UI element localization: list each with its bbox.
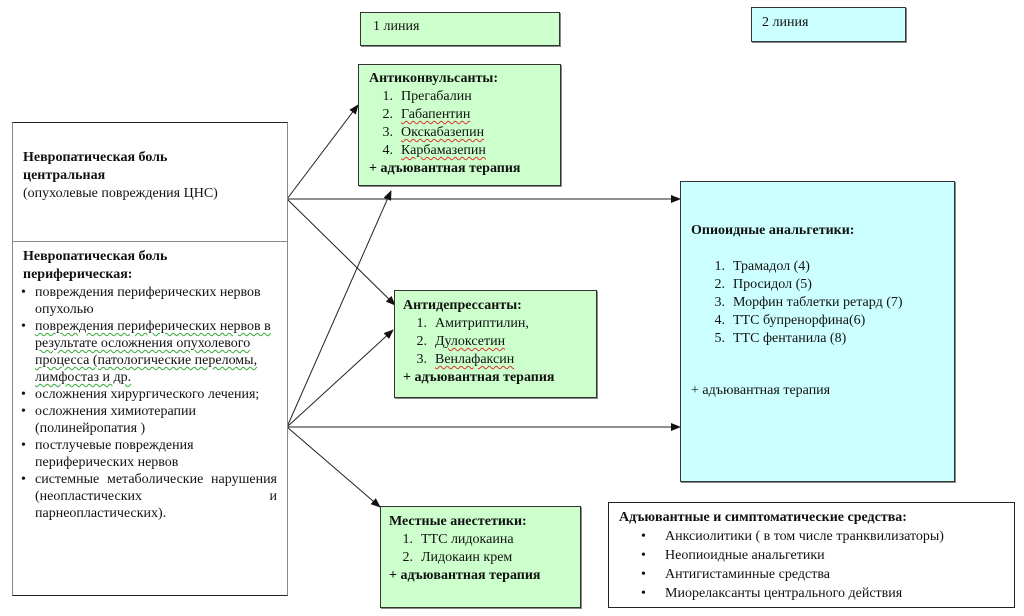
anticonvulsants-footer: + адъювантная терапия: [369, 161, 521, 176]
list-item: Антигистаминные средства: [641, 565, 1004, 584]
antidepressants-list: 1.Амитриптилин, 2.Дулоксетин 3.Венлафакс…: [403, 315, 588, 369]
list-item: 2.Лидокаин крем: [402, 550, 513, 565]
list-item: 2.Просидол (5): [714, 277, 812, 292]
first-line-label: 1 линия: [373, 19, 420, 34]
local-anesthetics-box: Местные анестетики: 1.ТТС лидокаина 2.Ли…: [380, 506, 581, 608]
central-pain-box: Невропатическая боль центральная (опухол…: [12, 122, 288, 242]
list-item: 3.Морфин таблетки ретард (7): [714, 295, 903, 310]
arrow-central-to-antidepressants: [286, 198, 396, 306]
list-item: системные метаболические нарушения (неоп…: [21, 471, 277, 522]
local-anesthetics-footer: + адъювантная терапия: [389, 568, 541, 583]
list-item: 2.Дулоксетин: [416, 334, 506, 349]
adjuvants-box: Адъювантные и симптоматические средства:…: [608, 502, 1015, 608]
central-subtitle: (опухолевые повреждения ЦНС): [23, 186, 218, 201]
list-item: повреждения периферических нервов в резу…: [21, 318, 277, 386]
local-anesthetics-title: Местные анестетики:: [389, 514, 527, 529]
opioids-list: 1.Трамадол (4) 2.Просидол (5) 3.Морфин т…: [691, 258, 944, 348]
list-item: постлучевые повреждения периферических н…: [21, 437, 277, 471]
list-item: 1.Амитриптилин,: [416, 316, 529, 331]
list-item: 1.Прегабалин: [382, 89, 472, 104]
list-item: 3.Венлафаксин: [416, 352, 515, 367]
arrow-peripheral-to-anticonvulsants: [286, 190, 392, 428]
adjuvants-title: Адъювантные и симптоматические средства:: [619, 510, 907, 525]
list-item: повреждения периферических нервов опухол…: [21, 284, 277, 318]
second-line-header: 2 линия: [751, 7, 906, 42]
anticonvulsants-title: Антиконвульсанты:: [369, 71, 498, 86]
list-item: осложнения хирургического лечения;: [21, 386, 277, 403]
central-title-line1: Невропатическая боль: [23, 150, 168, 165]
list-item: 1.ТТС лидокаина: [402, 532, 514, 547]
central-title-line2: центральная: [23, 168, 106, 183]
antidepressants-box: Антидепрессанты: 1.Амитриптилин, 2.Дулок…: [394, 290, 597, 398]
list-item: Неопиоидные анальгетики: [641, 546, 1004, 565]
peripheral-title-line1: Невропатическая боль: [23, 249, 168, 264]
first-line-header: 1 линия: [360, 12, 560, 46]
anticonvulsants-box: Антиконвульсанты: 1.Прегабалин 2.Габапен…: [358, 64, 561, 186]
peripheral-title-line2: периферическая:: [23, 267, 133, 282]
list-item: 5.ТТС фентанила (8): [714, 331, 847, 346]
peripheral-pain-box: Невропатическая боль периферическая: пов…: [12, 241, 288, 596]
opioids-title: Опиоидные анальгетики:: [691, 223, 855, 238]
local-anesthetics-list: 1.ТТС лидокаина 2.Лидокаин крем: [389, 531, 572, 567]
list-item: 3.Окскабазепин: [382, 125, 485, 140]
opioids-box: Опиоидные анальгетики: 1.Трамадол (4) 2.…: [680, 181, 955, 482]
list-item: осложнения химиотерапии (полинейропатия …: [21, 403, 277, 437]
list-item: 1.Трамадол (4): [714, 259, 810, 274]
list-item: Анксиолитики ( в том числе транквилизато…: [641, 527, 1004, 546]
peripheral-causes-list: повреждения периферических нервов опухол…: [21, 284, 277, 522]
adjuvants-list: Анксиолитики ( в том числе транквилизато…: [619, 527, 1004, 603]
arrow-peripheral-to-local-anesthetics: [286, 426, 381, 508]
list-item: 4.Карбамазепин: [382, 143, 486, 158]
antidepressants-footer: + адъювантная терапия: [403, 370, 555, 385]
second-line-label: 2 линия: [762, 15, 809, 30]
list-item: 4.ТТС бупренорфина(6): [714, 313, 866, 328]
list-item: Миорелаксанты центрального действия: [641, 584, 1004, 603]
arrow-peripheral-to-antidepressants: [286, 329, 394, 428]
antidepressants-title: Антидепрессанты:: [403, 298, 522, 313]
opioids-footer: + адъювантная терапия: [691, 383, 831, 398]
anticonvulsants-list: 1.Прегабалин 2.Габапентин 3.Окскабазепин…: [369, 88, 550, 160]
arrow-central-to-anticonvulsants: [286, 104, 359, 200]
list-item: 2.Габапентин: [382, 107, 471, 122]
